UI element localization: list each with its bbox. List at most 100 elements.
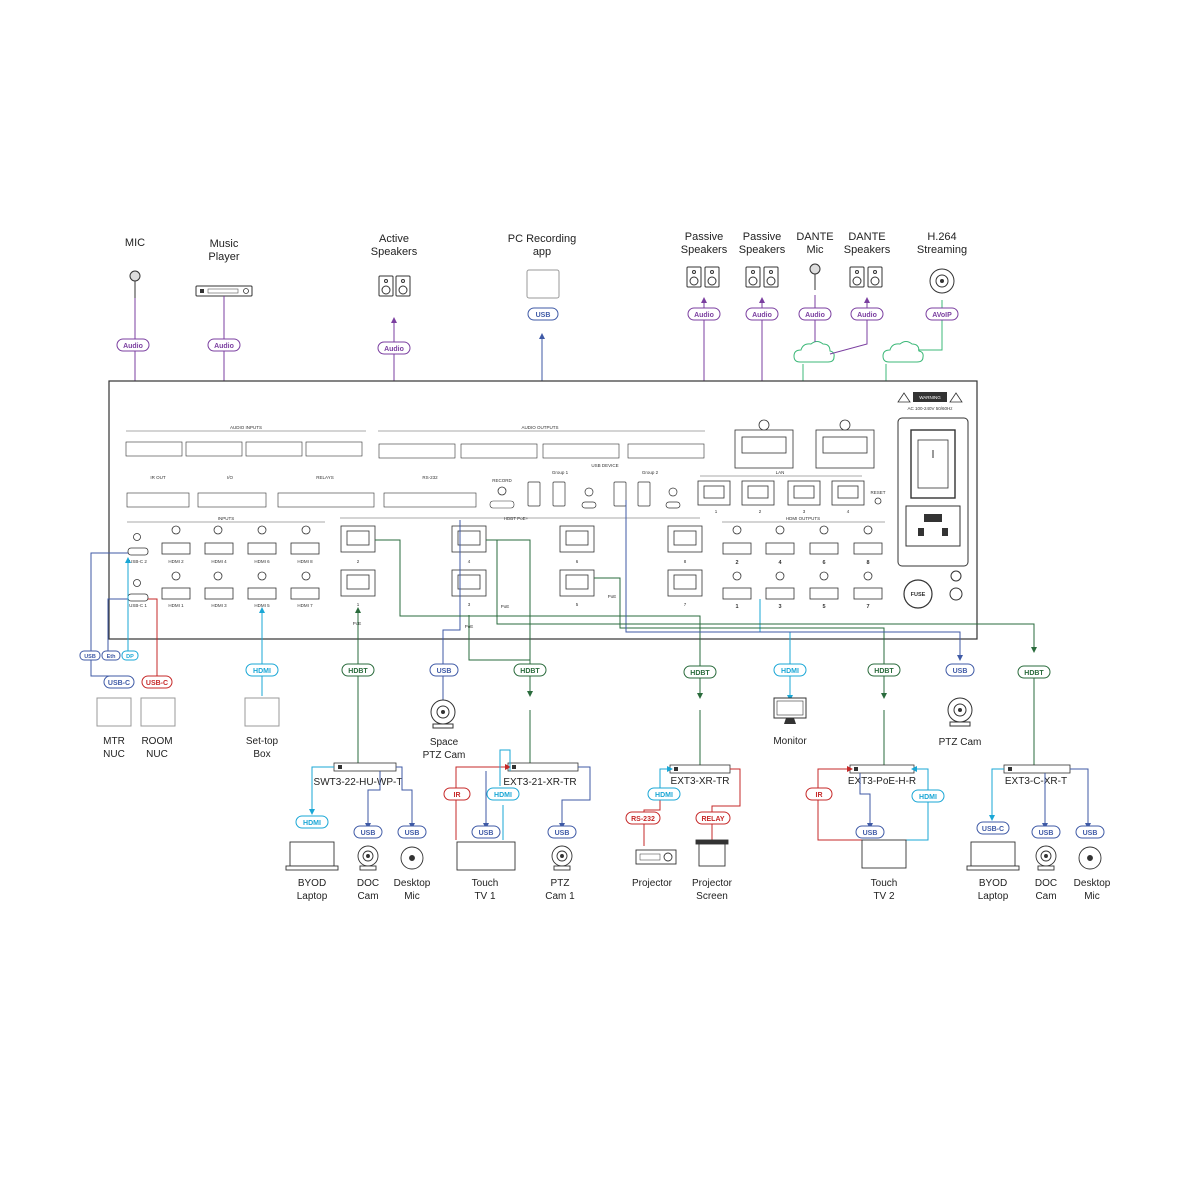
svg-text:HDMI 4: HDMI 4: [211, 559, 227, 564]
pc-recording-usb-tag: USB: [527, 307, 559, 321]
svg-text:2: 2: [735, 560, 738, 566]
power-inlet: [905, 505, 961, 547]
svg-text:8: 8: [684, 559, 687, 564]
rs232-label: RS-232: [422, 475, 438, 480]
svg-text:IR: IR: [816, 792, 823, 799]
reset-button[interactable]: [874, 497, 882, 505]
mtr-nuc-box: [96, 697, 132, 727]
svg-text:SWT3-22-HU-WP-T: SWT3-22-HU-WP-T: [314, 777, 403, 788]
svg-text:WARNING: WARNING: [919, 395, 941, 400]
passive-speakers-2-icon: [745, 266, 779, 288]
usb-device-label: USB DEVICE: [591, 463, 618, 468]
byod-laptop-2-icon: [966, 841, 1020, 871]
svg-text:HDBT: HDBT: [348, 668, 368, 675]
ext3-21-device: EXT3-21-XR-TR: [503, 762, 579, 788]
lan-label: LAN: [776, 470, 785, 475]
hdmi-tag-byod1: HDMI: [295, 815, 329, 829]
hdbt-poe-label: HDBT PoE+: [504, 516, 529, 521]
svg-text:HDMI 5: HDMI 5: [254, 603, 270, 608]
audio-outputs-label: AUDIO OUTPUTS: [521, 425, 558, 430]
svg-text:HDMI: HDMI: [253, 668, 271, 675]
svg-text:USB-C 1: USB-C 1: [129, 603, 147, 608]
doc-cam-1-icon: [357, 845, 379, 871]
projector-label: Projector: [632, 878, 673, 889]
byod-laptop-1-icon: [285, 841, 339, 871]
svg-text:1: 1: [735, 604, 738, 610]
svg-text:Audio: Audio: [694, 312, 714, 319]
mid-tags: USB Eth DP USB-C USB-C HDMI HDBT USB HDB…: [79, 650, 1051, 689]
svg-text:USB: USB: [863, 830, 878, 837]
hdmi-tag-projector: HDMI: [647, 787, 681, 801]
doc-cam-2-icon: [1035, 845, 1057, 871]
lower-tags: HDMI USB USB IR HDMI USB USB HDMI RS-232…: [295, 787, 1105, 839]
svg-text:2: 2: [357, 559, 360, 564]
record-button[interactable]: [497, 486, 507, 496]
svg-text:USB: USB: [437, 668, 452, 675]
svg-text:EXT3-21-XR-TR: EXT3-21-XR-TR: [503, 777, 576, 788]
svg-text:HDMI: HDMI: [919, 794, 937, 801]
hdmi-output-ports: [722, 525, 883, 600]
svg-text:PoE: PoE: [501, 604, 510, 609]
svg-text:HDBT: HDBT: [874, 668, 894, 675]
svg-text:Audio: Audio: [805, 312, 825, 319]
main-unit-panel: AUDIO INPUTS AUDIO OUTPUTS IR OUT I/O RE…: [108, 380, 978, 640]
svg-text:5: 5: [822, 604, 825, 610]
usbc-tag-byod2: USB-C: [976, 821, 1010, 835]
svg-text:USB-C 2: USB-C 2: [129, 559, 147, 564]
usb-tag-ptzcam1: USB: [547, 825, 577, 839]
svg-text:Audio: Audio: [857, 312, 877, 319]
svg-text:3: 3: [468, 602, 471, 607]
svg-text:USB: USB: [84, 654, 96, 660]
usb-tag-deskmic2: USB: [1075, 825, 1105, 839]
hdbt-tag-ext3poe: HDBT: [867, 663, 901, 677]
svg-text:2: 2: [759, 509, 762, 514]
mid-devices: [96, 697, 973, 729]
svg-text:FUSE: FUSE: [911, 592, 926, 598]
warning-label-box: WARNING AC 100-240V 50/60Hz: [897, 392, 963, 411]
usbc-tag-mtr: USB-C: [103, 675, 135, 689]
avoip-tag: AVoIP: [925, 307, 959, 321]
svg-text:HDBT: HDBT: [520, 668, 540, 675]
ir-out-label: IR OUT: [150, 475, 166, 480]
svg-text:Audio: Audio: [752, 312, 772, 319]
svg-text:3: 3: [778, 604, 781, 610]
hdmi-outputs-label: HDMI OUTPUTS: [786, 516, 820, 521]
svg-text:Audio: Audio: [123, 343, 143, 350]
touch-tv-2-icon: [861, 839, 907, 869]
desktop-mic-2-icon: [1078, 846, 1102, 870]
hdbt-ports: [340, 525, 703, 597]
dante-cloud-icon: [793, 341, 835, 363]
usb-tag-doccam2: USB: [1031, 825, 1061, 839]
group1-label: Group 1: [552, 470, 569, 475]
projector-screen-icon: [695, 839, 729, 867]
h264-streaming-icon: [929, 268, 955, 294]
svg-text:USB-C: USB-C: [146, 680, 168, 687]
svg-text:7: 7: [866, 604, 869, 610]
svg-text:EXT3-C-XR-T: EXT3-C-XR-T: [1005, 776, 1067, 787]
ground-terminal: [949, 570, 963, 601]
reset-label: RESET: [870, 490, 885, 495]
record-usbc-port[interactable]: [489, 500, 515, 509]
usb-tag-spaceptz: USB: [429, 663, 459, 677]
svg-text:HDMI: HDMI: [781, 668, 799, 675]
group2-label: Group 2: [642, 470, 659, 475]
touch-tv-1-icon: [456, 841, 516, 871]
dante-mic-audio-tag: Audio: [798, 307, 832, 321]
usb-device-ports: [527, 481, 681, 509]
svg-text:RS-232: RS-232: [631, 816, 655, 823]
svg-text:USB: USB: [405, 830, 420, 837]
